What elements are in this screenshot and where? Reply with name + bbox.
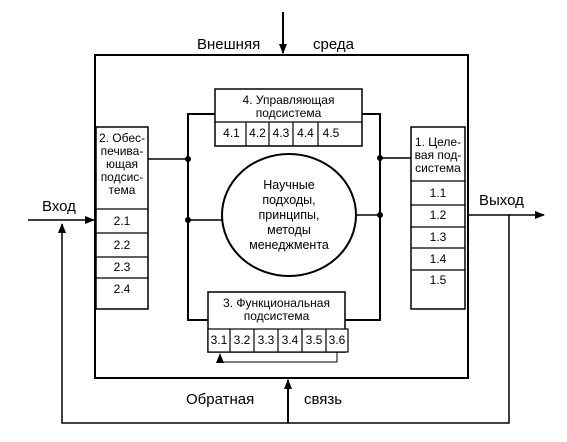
control-title-line: 4. Управляющая: [242, 93, 335, 107]
functional-subsystem-title: 3. Функциональная подсистема: [208, 297, 345, 323]
functional-title-line: подсистема: [243, 309, 310, 323]
inner-link-bottom-left: [187, 220, 208, 321]
control-cell: 4.5: [322, 126, 340, 140]
system-frame: [94, 54, 469, 379]
support-subsystem-title: 2. Обес- печива- ющая подсис- тема: [96, 132, 148, 197]
input-label: Вход: [42, 198, 76, 215]
target-cell: 1.2: [429, 208, 447, 222]
control-cell: 4.2: [249, 126, 266, 140]
support-title-line: подсис-: [100, 170, 144, 184]
feedback-loop-line: [58, 215, 510, 424]
center-text-line: Научные: [263, 178, 315, 192]
support-cell: 2.1: [113, 214, 131, 228]
support-title-line: ющая: [105, 157, 139, 171]
support-subsystem-box: [95, 126, 149, 310]
target-title-line: система: [415, 161, 461, 175]
target-cell: 1.5: [429, 273, 447, 287]
target-subsystem-title: 1. Целе- вая под- система: [411, 136, 465, 175]
center-circle-text: Научные подходы, принципы, методы менедж…: [222, 178, 356, 253]
control-subsystem-title: 4. Управляющая подсистема: [215, 94, 362, 120]
functional-cell: 3.6: [328, 333, 346, 347]
support-title-line: тема: [108, 183, 136, 197]
target-title-line: 1. Целе-: [414, 135, 462, 149]
control-cell: 4.4: [297, 126, 314, 140]
target-title-line: вая под-: [414, 148, 462, 162]
control-cell: 4.3: [272, 126, 290, 140]
junction-dot: [377, 155, 383, 161]
functional-cell: 3.2: [233, 333, 251, 347]
support-cell: 2.4: [113, 282, 131, 296]
support-cell: 2.2: [113, 238, 131, 252]
external-env-label-right: среда: [313, 36, 354, 53]
support-title-line: печива-: [100, 144, 144, 158]
junction-dot: [377, 212, 383, 218]
output-label: Выход: [479, 192, 524, 209]
control-cell: 4.1: [223, 126, 240, 140]
target-cell: 1.1: [429, 186, 447, 200]
inner-link-top: [187, 113, 215, 220]
functional-cell: 3.1: [210, 333, 228, 347]
target-cell: 1.3: [429, 230, 447, 244]
functional-cell: 3.4: [281, 333, 299, 347]
center-text-line: менеджмента: [249, 238, 329, 252]
center-text-line: методы: [267, 223, 311, 237]
target-cell: 1.4: [429, 252, 447, 266]
support-cell: 2.3: [113, 260, 131, 274]
junction-dot: [185, 217, 191, 223]
feedback-label-right: связь: [304, 391, 343, 408]
functional-cell: 3.5: [305, 333, 323, 347]
center-text-line: подходы,: [262, 193, 316, 207]
center-circle: [221, 153, 357, 277]
functional-loop-arrow: [216, 352, 338, 363]
center-text-line: принципы,: [258, 208, 320, 222]
functional-cell: 3.3: [257, 333, 275, 347]
target-subsystem-box: [410, 126, 466, 310]
control-title-line: подсистема: [255, 106, 322, 120]
external-env-label-left: Внешняя: [197, 36, 261, 53]
support-title-line: 2. Обес-: [98, 131, 146, 145]
control-subsystem-box: [214, 88, 363, 147]
junction-dot: [185, 156, 191, 162]
feedback-label-left: Обратная: [186, 391, 255, 408]
functional-title-line: 3. Функциональная: [223, 296, 330, 310]
